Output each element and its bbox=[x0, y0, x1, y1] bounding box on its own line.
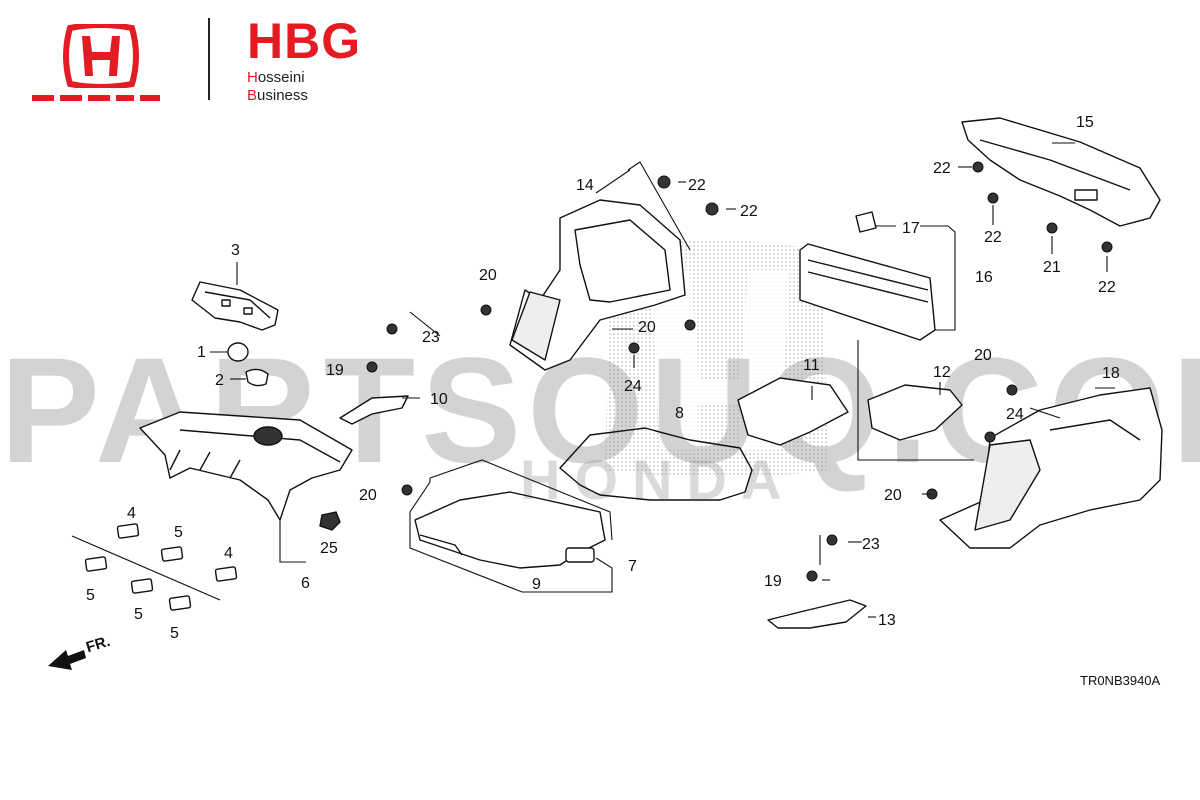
part-5-clip-b bbox=[84, 556, 108, 572]
part-9-shape bbox=[414, 491, 606, 569]
callout-20-a: 20 bbox=[479, 267, 497, 284]
callout-22-d: 22 bbox=[984, 229, 1002, 246]
callout-15: 15 bbox=[1076, 114, 1094, 131]
callout-4-a: 4 bbox=[127, 505, 136, 522]
brand-line-2: Business bbox=[247, 88, 308, 100]
part-4-clip-b bbox=[214, 566, 238, 582]
part-12-shape bbox=[867, 384, 963, 441]
callout-11: 11 bbox=[803, 357, 820, 374]
brand-line-2-rest: usiness bbox=[257, 88, 308, 100]
screw-20a-icon bbox=[480, 304, 492, 316]
screw-20b-icon bbox=[684, 319, 696, 331]
part-2-shape bbox=[245, 368, 269, 387]
callout-2: 2 bbox=[215, 372, 224, 389]
callout-8: 8 bbox=[675, 405, 684, 422]
callout-3: 3 bbox=[231, 242, 240, 259]
callout-23-b: 23 bbox=[862, 536, 880, 553]
callout-22-c: 22 bbox=[933, 160, 951, 177]
part-6-shape bbox=[139, 411, 353, 521]
part-3-shape bbox=[191, 281, 279, 331]
part-5-clip-d bbox=[168, 595, 192, 611]
clip-23a-icon bbox=[386, 323, 398, 335]
callout-22-a: 22 bbox=[688, 177, 706, 194]
part-13-shape bbox=[767, 599, 867, 629]
diagram-code: TR0NB3940A bbox=[1080, 673, 1161, 688]
part-11-shape bbox=[737, 377, 849, 446]
honda-wordmark-icon bbox=[32, 95, 160, 101]
callout-labels: 3 1 2 4 5 4 5 5 5 6 7 8 9 10 11 12 13 14… bbox=[86, 114, 1120, 642]
callout-7: 7 bbox=[628, 558, 637, 575]
callout-19-a: 19 bbox=[326, 362, 344, 379]
honda-logo-icon bbox=[63, 24, 139, 88]
clip-23b-icon bbox=[826, 534, 838, 546]
leader-lines bbox=[71, 142, 1115, 618]
part-10-shape bbox=[339, 395, 409, 425]
clip-22e-icon bbox=[1101, 241, 1113, 253]
part-15-shape bbox=[961, 117, 1161, 227]
part-14-shape bbox=[509, 199, 686, 371]
screw-24b-icon bbox=[984, 431, 996, 443]
callout-5-d: 5 bbox=[170, 625, 179, 642]
screw-20d-icon bbox=[1006, 384, 1018, 396]
part-18-shape bbox=[939, 387, 1163, 549]
brand-line-1: Hosseini bbox=[247, 70, 305, 85]
callout-22-e: 22 bbox=[1098, 279, 1116, 296]
callout-20-c: 20 bbox=[359, 487, 377, 504]
callout-6: 6 bbox=[301, 575, 310, 592]
callout-21: 21 bbox=[1043, 259, 1061, 276]
brand-line-1-cap: H bbox=[247, 69, 258, 86]
watermark-secondary: HONDA bbox=[520, 448, 796, 511]
part-4-clip-a bbox=[116, 523, 140, 539]
brand-line-2-cap: B bbox=[247, 88, 258, 100]
callout-5-a: 5 bbox=[174, 524, 183, 541]
brand-line-1-rest: osseini bbox=[257, 69, 305, 86]
callout-20-e: 20 bbox=[884, 487, 902, 504]
clip-22d-icon bbox=[987, 192, 999, 204]
brand-letters: HBG bbox=[247, 13, 362, 69]
part-25-shape bbox=[319, 511, 341, 531]
callout-16: 16 bbox=[975, 269, 993, 286]
clip-21-icon bbox=[1046, 222, 1058, 234]
callout-4-b: 4 bbox=[224, 545, 233, 562]
front-arrow-icon bbox=[48, 650, 86, 670]
screw-19b-icon bbox=[806, 570, 818, 582]
callout-10: 10 bbox=[430, 391, 448, 408]
screw-24a-icon bbox=[628, 342, 640, 354]
clip-22a-icon bbox=[657, 175, 671, 189]
screw-19a-icon bbox=[366, 361, 378, 373]
part-5-clip-c bbox=[130, 578, 154, 594]
callout-14: 14 bbox=[576, 177, 594, 194]
callout-1: 1 bbox=[197, 344, 206, 361]
callout-22-b: 22 bbox=[740, 203, 758, 220]
clip-22b-icon bbox=[705, 202, 719, 216]
callout-20-d: 20 bbox=[974, 347, 992, 364]
callout-23-a: 23 bbox=[422, 329, 440, 346]
callout-5-b: 5 bbox=[86, 587, 95, 604]
callout-18: 18 bbox=[1102, 365, 1120, 382]
callout-24-a: 24 bbox=[624, 378, 642, 395]
part-5-clip-a bbox=[160, 546, 184, 562]
part-1-shape bbox=[227, 342, 249, 362]
part-8-shape bbox=[559, 427, 753, 501]
callout-24-b: 24 bbox=[1006, 406, 1024, 423]
callout-20-b: 20 bbox=[638, 319, 656, 336]
header-divider bbox=[208, 18, 210, 100]
callout-19-b: 19 bbox=[764, 573, 782, 590]
callout-12: 12 bbox=[933, 364, 951, 381]
callout-13: 13 bbox=[878, 612, 896, 629]
callout-5-c: 5 bbox=[134, 606, 143, 623]
callout-17: 17 bbox=[902, 220, 920, 237]
part-17-shape bbox=[855, 211, 877, 233]
screw-20c-icon bbox=[401, 484, 413, 496]
part-16-shape bbox=[799, 243, 936, 341]
callout-9: 9 bbox=[532, 576, 541, 593]
clip-22c-icon bbox=[972, 161, 984, 173]
callout-25: 25 bbox=[320, 540, 338, 557]
